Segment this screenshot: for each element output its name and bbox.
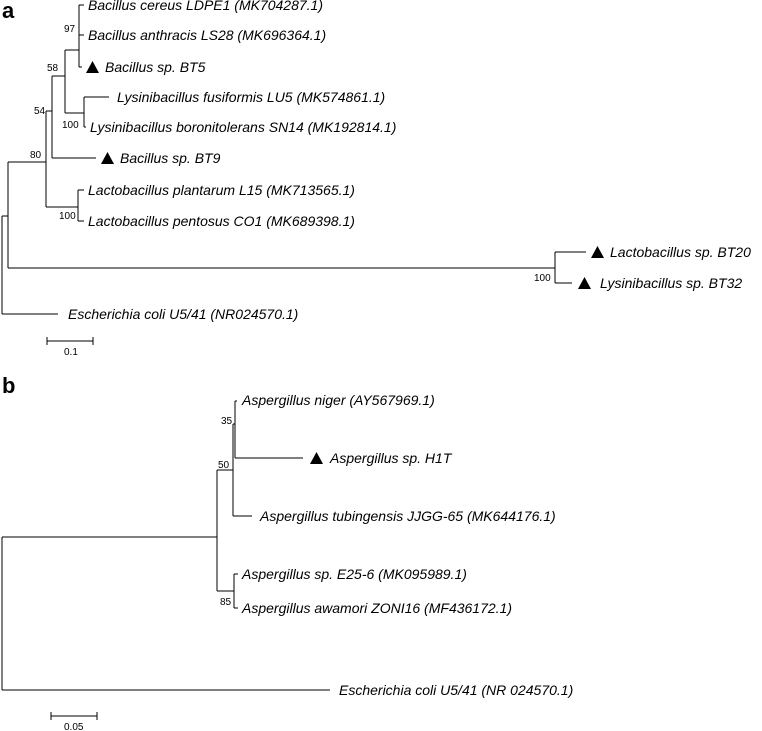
marker-triangle [101, 152, 114, 164]
marker-triangle [591, 246, 604, 258]
panel-b: b Aspergillus niger (AY567969.1) A [1, 373, 573, 731]
panel-b-label: b [2, 373, 15, 398]
bootstrap-value: 97 [64, 24, 76, 35]
taxon-label: Aspergillus awamori ZONI16 (MF436172.1) [241, 600, 512, 616]
taxon-label: Aspergillus tubingensis JJGG-65 (MK64417… [259, 508, 556, 524]
taxon-label: Bacillus cereus LDPE1 (MK704287.1) [88, 0, 323, 13]
bootstrap-value: 100 [59, 211, 76, 222]
bootstrap-value: 80 [30, 150, 42, 161]
panel-a: a [1, 0, 751, 358]
taxon-label: Escherichia coli U5/41 (NR024570.1) [68, 306, 298, 322]
bootstrap-value: 100 [62, 120, 79, 131]
taxon-label: Lysinibacillus sp. BT32 [600, 275, 742, 291]
scale-bar-label: 0.1 [64, 347, 78, 358]
panel-a-branches [1, 4, 586, 315]
taxon-label: Lysinibacillus fusiformis LU5 (MK574861.… [117, 89, 385, 105]
bootstrap-value: 54 [34, 106, 46, 117]
bootstrap-value: 85 [220, 597, 232, 608]
taxon-label: Lysinibacillus boronitolerans SN14 (MK19… [90, 119, 396, 135]
taxon-label: Aspergillus niger (AY567969.1) [241, 392, 435, 408]
bootstrap-value: 50 [218, 460, 230, 471]
taxon-label: Lactobacillus pentosus CO1 (MK689398.1) [88, 213, 355, 229]
panel-b-branches [1, 400, 330, 691]
taxon-label: Lactobacillus sp. BT20 [610, 244, 751, 260]
taxon-label: Aspergillus sp. H1T [329, 450, 453, 466]
bootstrap-value: 35 [221, 416, 233, 427]
taxon-label: Bacillus sp. BT5 [105, 59, 206, 75]
taxon-label: Lactobacillus plantarum L15 (MK713565.1) [88, 182, 355, 198]
marker-triangle [578, 277, 591, 289]
scale-bar-b: 0.05 [50, 712, 98, 731]
marker-triangle [86, 61, 99, 73]
taxon-label: Aspergillus sp. E25-6 (MK095989.1) [241, 566, 467, 582]
scale-bar-label: 0.05 [64, 722, 84, 731]
taxon-label: Bacillus anthracis LS28 (MK696364.1) [88, 27, 326, 43]
bootstrap-value: 100 [534, 273, 551, 284]
taxon-label: Escherichia coli U5/41 (NR 024570.1) [339, 682, 573, 698]
scale-bar-a: 0.1 [46, 337, 94, 358]
panel-a-label: a [2, 0, 15, 23]
bootstrap-value: 58 [47, 63, 59, 74]
taxon-label: Bacillus sp. BT9 [120, 150, 221, 166]
marker-triangle [310, 452, 323, 464]
